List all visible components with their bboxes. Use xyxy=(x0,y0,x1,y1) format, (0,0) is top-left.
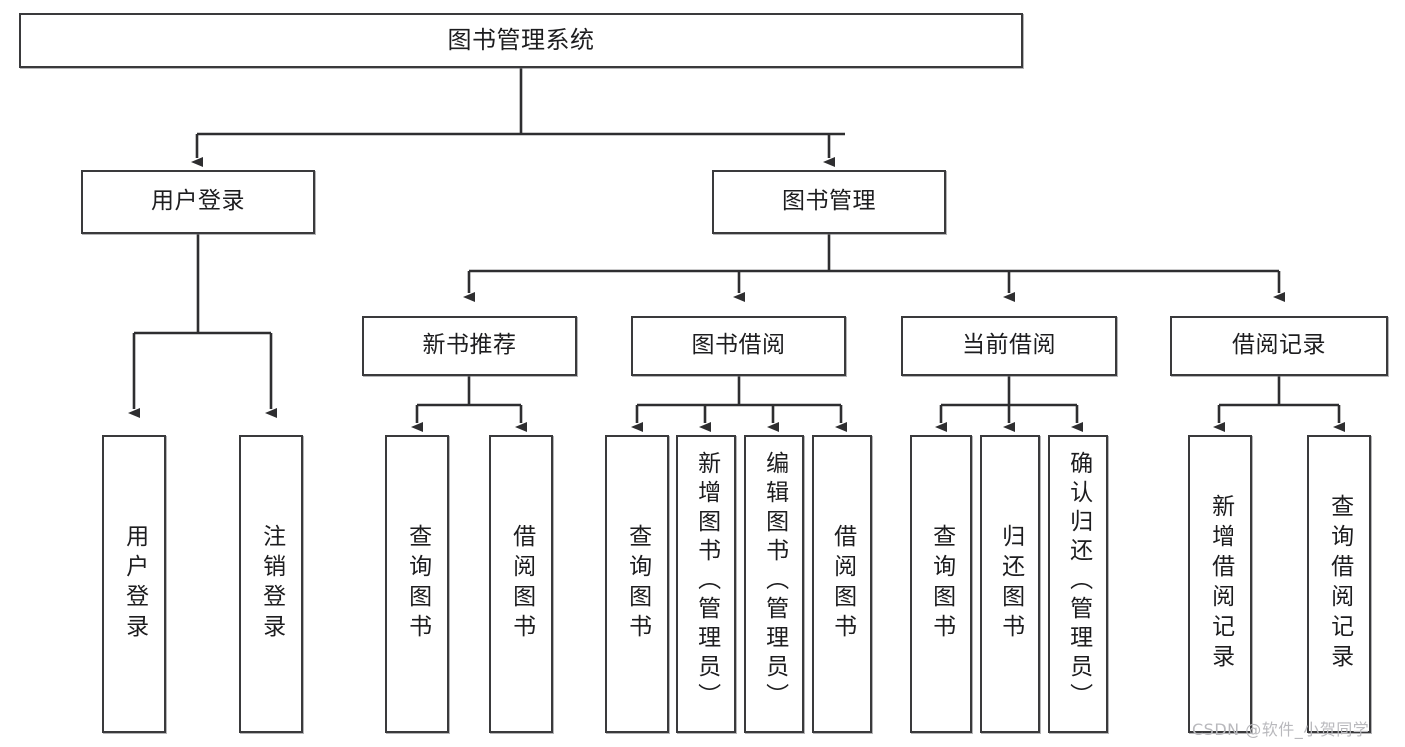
node-label: 编辑图书（管理员） xyxy=(761,451,788,712)
leaf-return-book[interactable]: 归还图书 xyxy=(980,435,1040,733)
node-current-borrow[interactable]: 当前借阅 xyxy=(901,316,1117,376)
leaf-edit-book-admin[interactable]: 编辑图书（管理员） xyxy=(744,435,804,733)
leaf-add-book-admin[interactable]: 新增图书（管理员） xyxy=(676,435,736,733)
node-label: 新增图书（管理员） xyxy=(693,451,720,712)
node-label: 用户登录 xyxy=(121,524,148,644)
leaf-borrow-book-recommend[interactable]: 借阅图书 xyxy=(489,435,553,733)
node-label: 当前借阅 xyxy=(962,332,1056,359)
node-new-book-recommend[interactable]: 新书推荐 xyxy=(362,316,577,376)
node-label: 图书管理 xyxy=(782,188,876,215)
node-label: 图书借阅 xyxy=(691,332,786,359)
node-label: 确认归还（管理员） xyxy=(1065,451,1092,712)
node-user-login[interactable]: 用户登录 xyxy=(81,170,315,234)
leaf-logout-login[interactable]: 注销登录 xyxy=(239,435,303,733)
node-label: 借阅记录 xyxy=(1232,332,1326,359)
csdn-watermark: CSDN @软件_小贺同学 xyxy=(1192,720,1370,739)
leaf-query-book-current[interactable]: 查询图书 xyxy=(910,435,972,733)
node-label: 查询图书 xyxy=(624,524,651,644)
node-book-borrow[interactable]: 图书借阅 xyxy=(631,316,846,376)
leaf-add-borrow-record[interactable]: 新增借阅记录 xyxy=(1188,435,1252,733)
node-label: 查询借阅记录 xyxy=(1326,494,1353,674)
node-book-management[interactable]: 图书管理 xyxy=(712,170,946,234)
node-label: 新书推荐 xyxy=(422,332,517,359)
node-label: 新增借阅记录 xyxy=(1207,494,1234,674)
node-label: 查询图书 xyxy=(404,524,431,644)
node-label: 借阅图书 xyxy=(829,524,856,644)
leaf-borrow-book-borrow[interactable]: 借阅图书 xyxy=(812,435,872,733)
leaf-query-book-recommend[interactable]: 查询图书 xyxy=(385,435,449,733)
node-label: 归还图书 xyxy=(997,524,1024,644)
node-label: 查询图书 xyxy=(928,524,955,644)
node-label: 用户登录 xyxy=(151,188,245,215)
node-borrow-record[interactable]: 借阅记录 xyxy=(1170,316,1388,376)
node-label: 借阅图书 xyxy=(508,524,535,644)
node-root-system[interactable]: 图书管理系统 xyxy=(19,13,1023,68)
leaf-query-book-borrow[interactable]: 查询图书 xyxy=(605,435,669,733)
leaf-user-login[interactable]: 用户登录 xyxy=(102,435,166,733)
node-label: 注销登录 xyxy=(258,524,285,644)
leaf-confirm-return-admin[interactable]: 确认归还（管理员） xyxy=(1048,435,1108,733)
node-label: 图书管理系统 xyxy=(447,26,595,55)
leaf-query-borrow-record[interactable]: 查询借阅记录 xyxy=(1307,435,1371,733)
